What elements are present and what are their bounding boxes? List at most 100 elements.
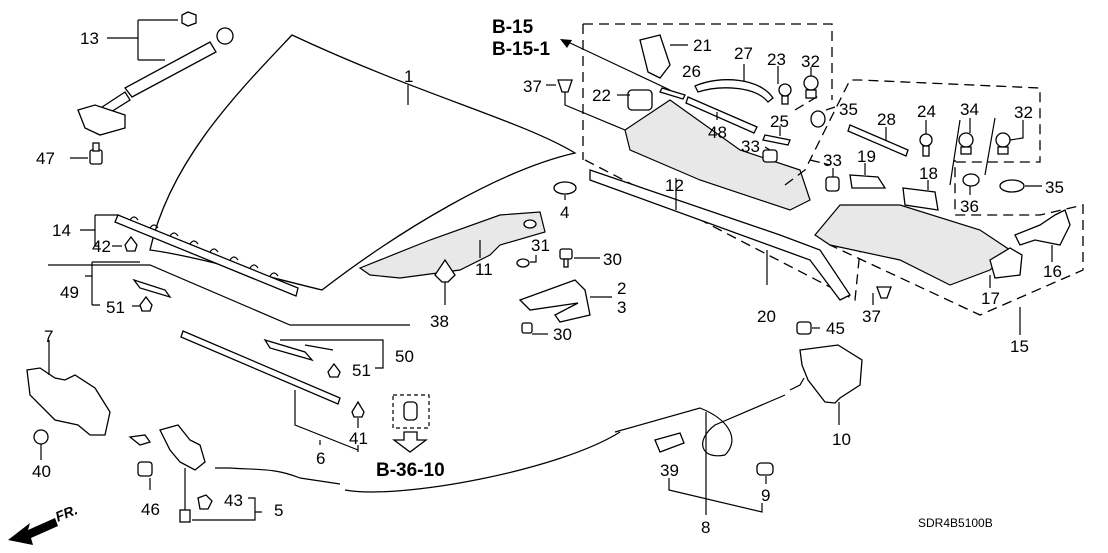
callout-30a[interactable]: 30 [603,250,622,269]
cushion-32b-part[interactable] [995,132,1011,155]
callout-31[interactable]: 31 [531,236,550,255]
callout-3[interactable]: 3 [617,298,627,317]
hood-seal-rubber-part[interactable] [114,214,299,297]
callout-36[interactable]: 36 [960,197,979,216]
clip-33b-part[interactable] [825,176,840,192]
callout-34[interactable]: 34 [960,100,979,119]
callout-11[interactable]: 11 [475,260,493,279]
cover-18-part[interactable] [902,187,939,211]
callout-47[interactable]: 47 [36,149,55,168]
callout-14[interactable]: 14 [52,221,71,240]
hood-stay-part[interactable] [77,11,234,136]
nozzle-cover-21-part[interactable] [639,34,671,79]
callout-45[interactable]: 45 [826,319,845,338]
tube-27-part[interactable] [694,79,774,103]
callout-32a[interactable]: 32 [801,52,820,71]
callout-6[interactable]: 6 [316,449,326,468]
seal-49-part[interactable] [132,278,172,299]
callout-18[interactable]: 18 [919,164,938,183]
callout-27[interactable]: 27 [734,44,753,63]
knob-9-part[interactable] [756,462,774,476]
callout-19[interactable]: 19 [857,147,876,166]
cap-22-part[interactable] [627,89,653,111]
callout-20[interactable]: 20 [757,307,776,326]
callout-39[interactable]: 39 [660,461,679,480]
callout-7[interactable]: 7 [44,327,54,346]
grommet-35b-part[interactable] [999,179,1025,193]
callout-12[interactable]: 12 [665,176,684,195]
callout-51b[interactable]: 51 [352,361,371,380]
hood-insulator-part[interactable] [358,211,546,279]
nozzle-24-part[interactable] [919,133,933,157]
callout-8[interactable]: 8 [701,518,711,537]
callout-28[interactable]: 28 [877,110,896,129]
grommet-35a-part[interactable] [810,110,826,128]
ref-b15[interactable]: B-15 [492,17,534,38]
callout-22[interactable]: 22 [592,86,611,105]
callout-37b[interactable]: 37 [862,307,881,326]
callout-26[interactable]: 26 [682,62,701,81]
callout-25[interactable]: 25 [770,112,789,131]
ref-b36-10[interactable]: B-36-10 [376,460,445,481]
callout-38[interactable]: 38 [430,312,449,331]
callout-35b[interactable]: 35 [1045,178,1064,197]
ref-b15-1[interactable]: B-15-1 [492,39,551,60]
filter-19-part[interactable] [849,174,887,189]
callout-49[interactable]: 49 [60,283,79,302]
callout-16[interactable]: 16 [1043,262,1062,281]
cushion-32a-part[interactable] [803,75,819,99]
bolt-46-part[interactable] [137,461,153,477]
clip-39-part[interactable] [654,432,685,453]
grommet-36-part[interactable] [962,173,980,187]
tube-48-part[interactable] [685,96,758,134]
callout-33b[interactable]: 33 [823,151,842,170]
callout-32b[interactable]: 32 [1014,103,1033,122]
bolt-30a-part[interactable] [559,248,573,268]
callout-30b[interactable]: 30 [553,325,572,344]
bolt-45-part[interactable] [796,321,812,335]
callout-4[interactable]: 4 [560,203,570,222]
clip-41-part[interactable] [351,400,365,418]
callout-43[interactable]: 43 [224,491,243,510]
callout-17[interactable]: 17 [981,289,1000,308]
callout-21[interactable]: 21 [693,36,712,55]
clip-43-part[interactable] [197,494,213,510]
cushion-34-part[interactable] [958,132,974,155]
nozzle-23-part[interactable] [778,83,792,105]
callout-10[interactable]: 10 [832,430,851,449]
callout-5[interactable]: 5 [274,501,284,520]
washer-31-part[interactable] [516,258,530,268]
clip-37b-part[interactable] [876,286,892,299]
grommet-4-part[interactable] [553,181,577,195]
release-handle-part[interactable] [799,344,863,404]
callout-24[interactable]: 24 [917,102,936,121]
clip-51b-part[interactable] [327,362,341,378]
hood-hinge-part[interactable] [518,279,591,323]
bolt-47-part[interactable] [89,142,103,165]
callout-1[interactable]: 1 [404,67,414,86]
callout-33a[interactable]: 33 [741,137,760,156]
latch-cover-part[interactable] [26,367,111,436]
clip-37a-part[interactable] [557,79,573,93]
callout-48[interactable]: 48 [708,123,727,142]
bulkhead-stay-part[interactable] [180,330,341,405]
bracket-17-part[interactable] [989,247,1023,279]
release-cable-part[interactable] [215,377,805,493]
bolt-30b-part[interactable] [521,322,533,334]
clip-33a-part[interactable] [762,149,778,163]
callout-23[interactable]: 23 [767,50,786,69]
bracket-16-part[interactable] [1014,209,1071,246]
seal-50-part[interactable] [263,338,314,362]
callout-41[interactable]: 41 [349,429,368,448]
callout-46[interactable]: 46 [141,500,160,519]
clip-38-part[interactable] [434,258,456,283]
callout-37a[interactable]: 37 [523,77,542,96]
hood-latch-part[interactable] [128,424,206,523]
cowl-seal-rubber-part[interactable] [589,169,851,301]
callout-50[interactable]: 50 [395,347,414,366]
callout-35a[interactable]: 35 [839,100,858,119]
callout-42[interactable]: 42 [92,237,111,256]
cap-40-part[interactable] [33,429,49,445]
callout-40[interactable]: 40 [32,462,51,481]
cowl-top-left-part[interactable] [624,99,811,211]
